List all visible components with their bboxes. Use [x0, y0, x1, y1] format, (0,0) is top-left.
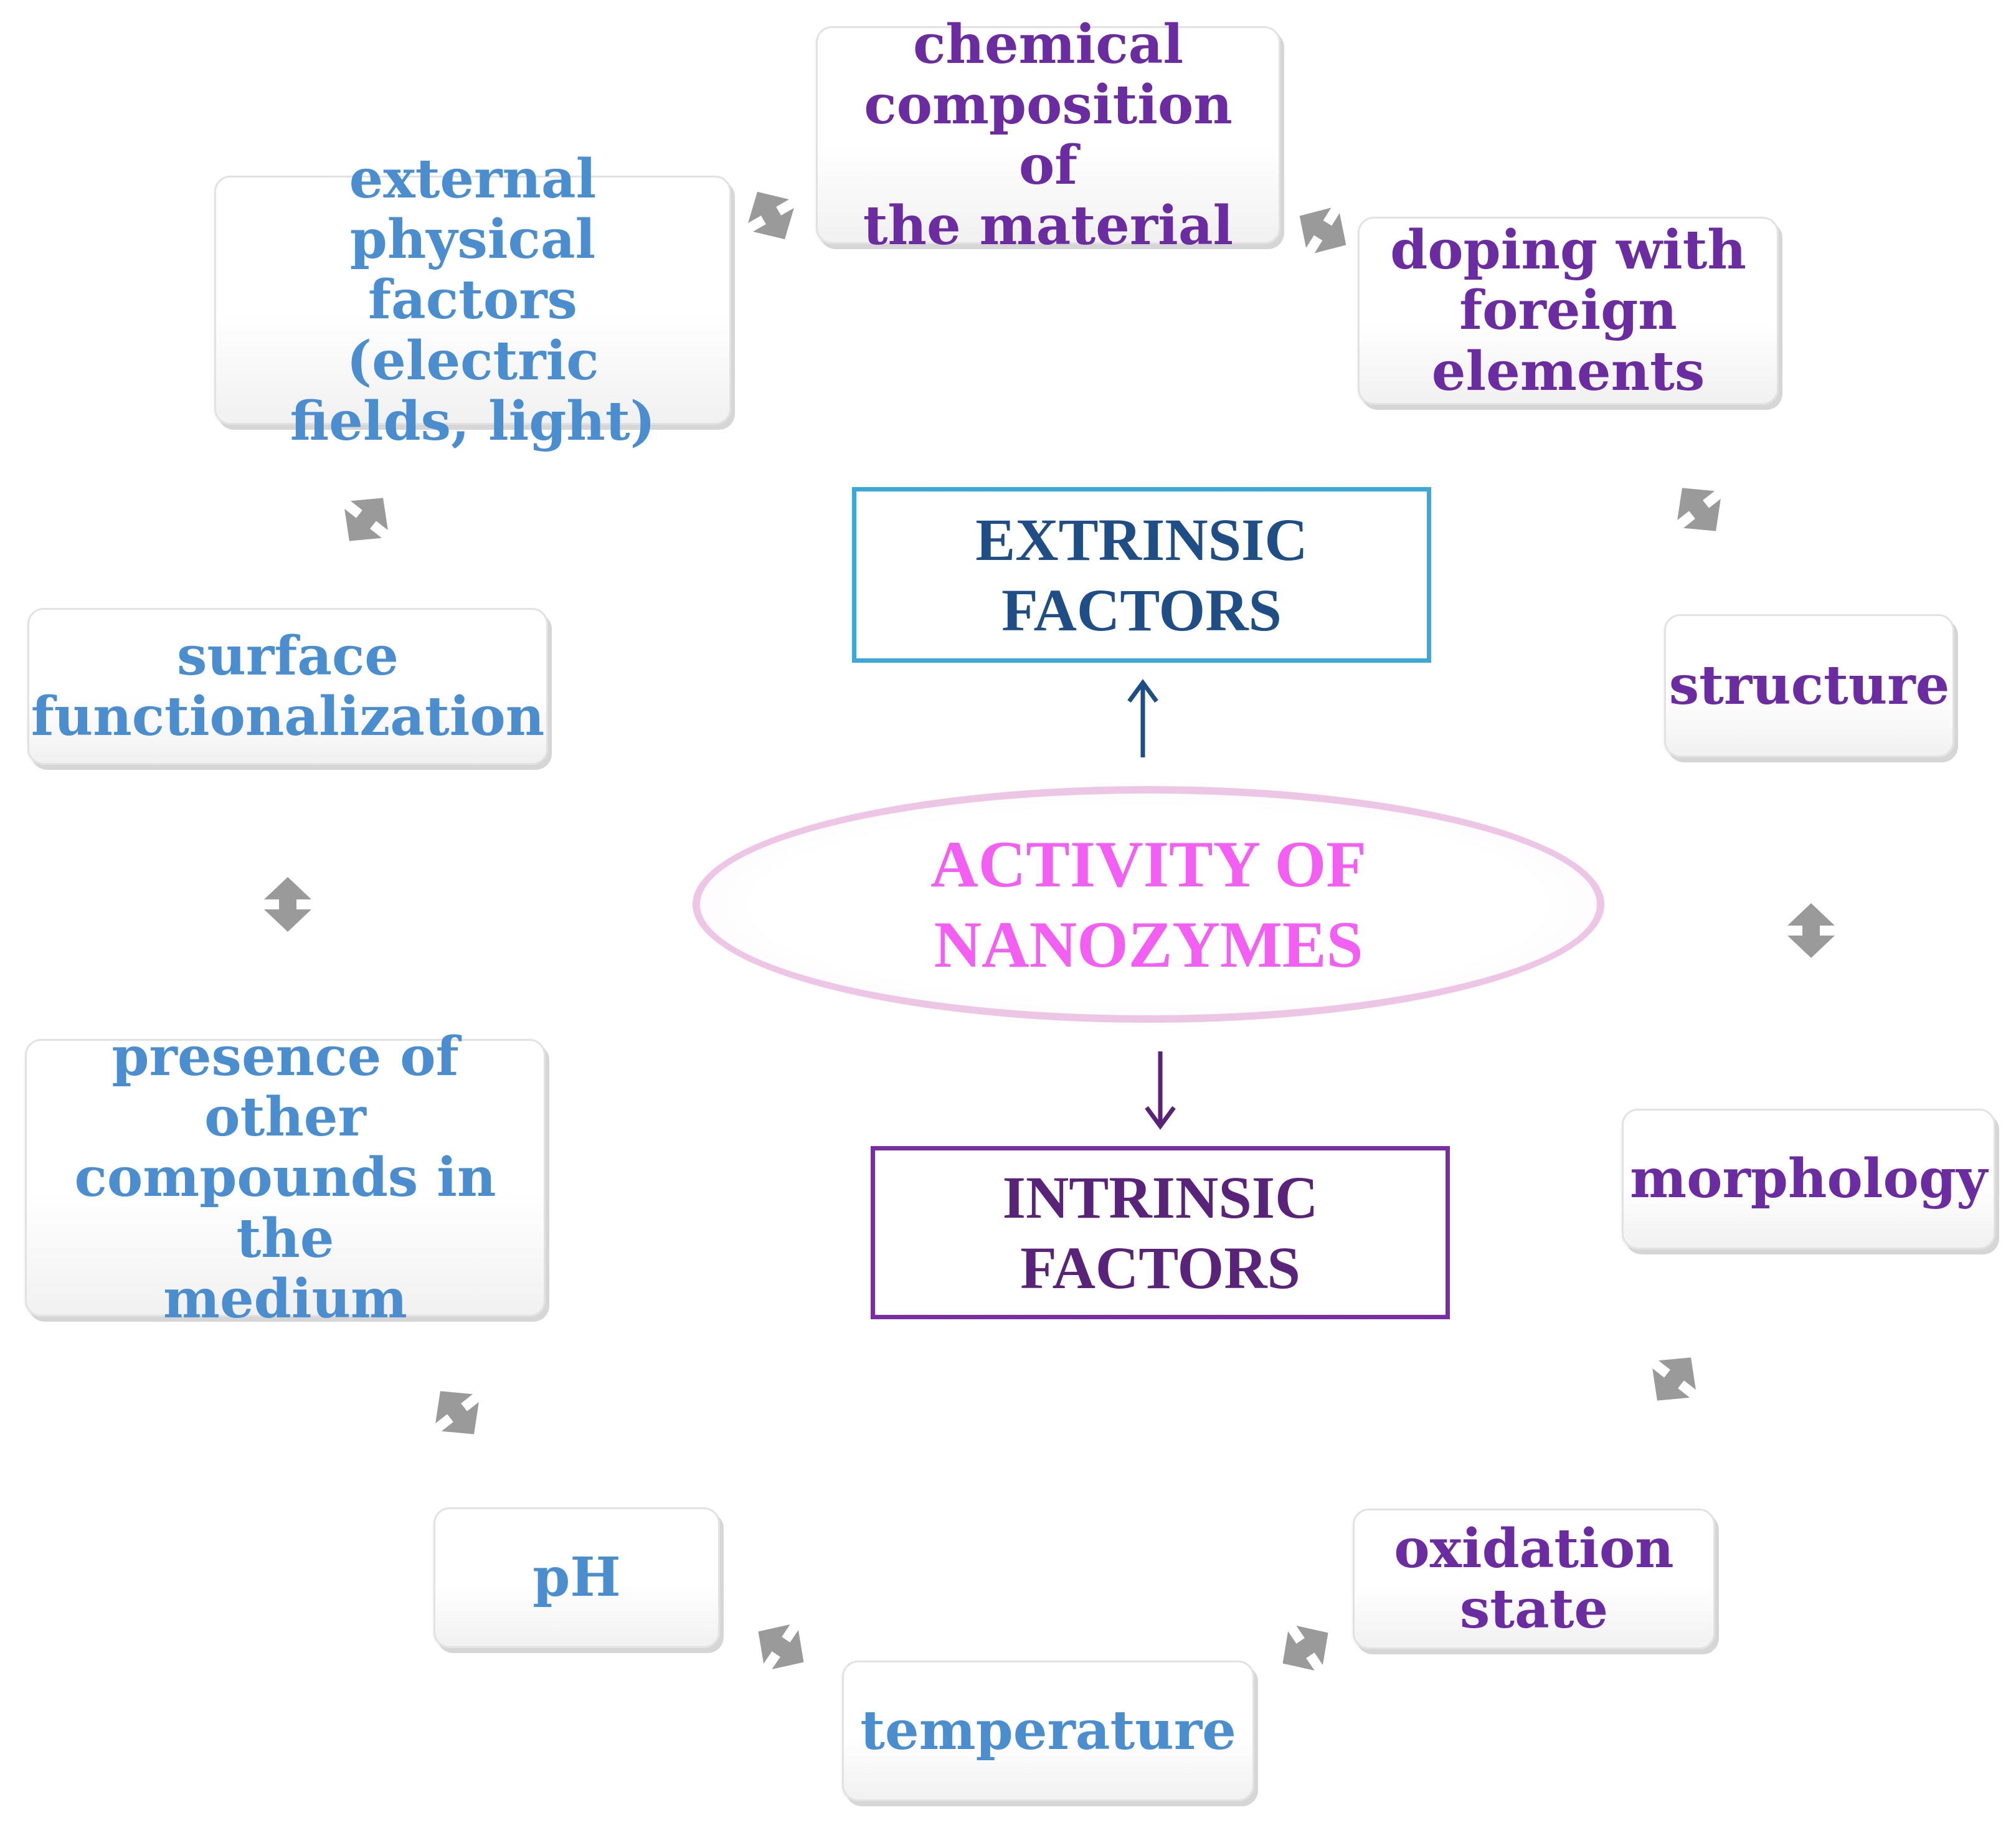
cycle-arrow-icon [324, 478, 409, 562]
node-surface-line-1: surface [176, 624, 399, 688]
activity-of-nanozymes-oval: ACTIVITY OF NANOZYMES [693, 786, 1604, 1023]
node-structure: structure [1664, 614, 1954, 757]
up-arrow-to-extrinsic [1127, 679, 1158, 757]
intrinsic-factors-box: INTRINSIC FACTORS [871, 1146, 1450, 1319]
center-title-line-1: ACTIVITY OF [930, 827, 1366, 901]
node-doping-line-2: foreign [1459, 279, 1677, 343]
intrinsic-line-1: INTRINSIC [1002, 1164, 1318, 1231]
node-external-line-3: fields, light) [290, 389, 656, 453]
node-doping: doping with foreign elements [1358, 217, 1779, 405]
node-surface-line-2: functionalization [31, 685, 545, 748]
node-surface-functionalization: surface functionalization [27, 608, 548, 765]
cycle-arrow-icon [1781, 901, 1841, 960]
cycle-arrow-icon [1657, 468, 1741, 552]
node-temperature: temperature [842, 1661, 1254, 1801]
node-external-line-2: factors (electric [346, 268, 599, 392]
node-oxidation-state-line-2: state [1459, 1578, 1609, 1641]
node-presence-line-3: medium [163, 1267, 408, 1330]
node-external-physical-factors: external physical factors (electric fiel… [214, 149, 731, 452]
node-doping-line-1: doping with [1390, 219, 1746, 282]
cycle-arrow-icon [1632, 1337, 1716, 1421]
cycle-arrow-icon [258, 875, 318, 934]
node-ph-label: pH [532, 1546, 621, 1609]
extrinsic-line-1: EXTRINSIC [975, 506, 1308, 573]
cycle-arrow-icon [1282, 189, 1364, 272]
down-arrow-to-intrinsic [1145, 1051, 1176, 1130]
node-structure-label: structure [1668, 654, 1950, 718]
node-chemical-composition-line-3: the material [863, 194, 1234, 258]
node-presence-of-other-compounds: presence of other compounds in the mediu… [25, 1026, 546, 1329]
node-presence-line-1: presence of other [111, 1025, 459, 1149]
intrinsic-line-2: FACTORS [1020, 1235, 1300, 1301]
node-morphology-label: morphology [1630, 1147, 1987, 1211]
cycle-arrow-icon [739, 1605, 822, 1688]
cycle-arrow-icon [1264, 1606, 1346, 1689]
node-chemical-composition: chemical composition of the material [816, 14, 1280, 256]
node-presence-line-2: compounds in the [74, 1146, 496, 1270]
node-oxidation-state: oxidation state [1353, 1509, 1715, 1649]
node-oxidation-state-line-1: oxidation [1394, 1517, 1674, 1580]
node-temperature-label: temperature [860, 1699, 1236, 1763]
node-doping-line-3: elements [1431, 339, 1705, 403]
extrinsic-line-2: FACTORS [1001, 577, 1282, 643]
cycle-arrow-icon [415, 1371, 499, 1455]
center-title-line-2: NANOZYMES [934, 908, 1363, 981]
node-morphology: morphology [1622, 1109, 1995, 1249]
node-chemical-composition-line-2: composition of [864, 73, 1233, 197]
extrinsic-factors-box: EXTRINSIC FACTORS [852, 487, 1431, 663]
node-external-line-1: external physical [349, 148, 597, 272]
node-ph: pH [433, 1507, 720, 1648]
cycle-arrow-icon [730, 174, 812, 256]
node-chemical-composition-line-1: chemical [912, 12, 1184, 76]
